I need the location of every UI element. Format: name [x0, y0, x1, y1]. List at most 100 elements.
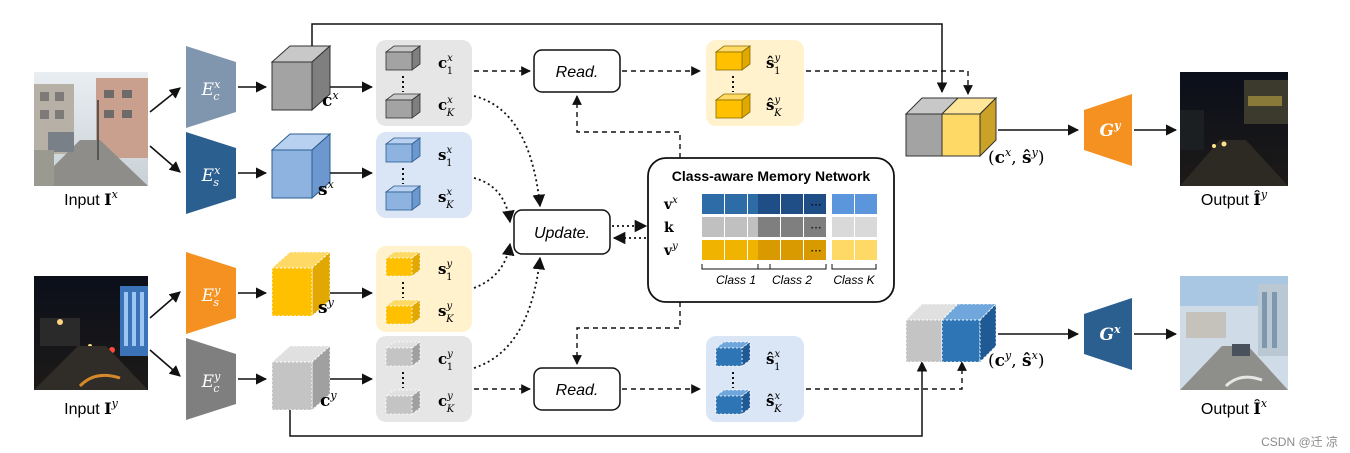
group-s-hat-x [706, 336, 804, 422]
memory-cell [855, 217, 877, 237]
read-box-bottom: Read. [533, 367, 621, 411]
generator-x: Gx [1084, 298, 1132, 370]
class-label: Class 1 [716, 273, 756, 287]
svg-text:Exs: Exs [201, 164, 221, 189]
svg-text:Eyc: Eyc [201, 370, 221, 395]
memory-cell [781, 194, 803, 214]
output-image-y [1180, 72, 1288, 186]
memory-network-title: Class-aware Memory Network [672, 168, 871, 184]
memory-ellipsis: ··· [810, 244, 821, 258]
memory-cell [702, 240, 724, 260]
svg-text:Gx: Gx [1099, 323, 1121, 345]
memory-row-label: k [664, 220, 674, 236]
memory-cell [702, 217, 724, 237]
output-image-x [1180, 276, 1288, 390]
output-x-caption: Output Îx [1201, 397, 1268, 418]
group-s-y [376, 246, 472, 332]
group-c-y [376, 336, 472, 422]
memory-ellipsis: ··· [810, 198, 821, 212]
read-flow-arrows [474, 66, 701, 394]
class-label: Class 2 [772, 273, 812, 287]
memory-row-label: vx [663, 195, 678, 213]
group-c-x [376, 40, 472, 126]
combined-label-top: (cx, ŝy) [988, 146, 1044, 168]
feature-cube-c-x [270, 44, 332, 112]
input-y-caption: Input Iy [64, 397, 119, 418]
class-bracket [701, 264, 771, 270]
input-x-caption: Input Ix [64, 188, 119, 209]
memory-cell [804, 217, 826, 237]
memory-cell [725, 217, 747, 237]
feature-label-c-x: cx [322, 89, 339, 111]
encoder-to-feature-arrows [238, 81, 268, 385]
watermark: CSDN @迁 凉 [1261, 434, 1338, 449]
memory-cell [758, 194, 780, 214]
combined-block-top [904, 96, 998, 158]
style-merge-arrows [806, 70, 973, 390]
skip-connections [289, 23, 948, 437]
memory-cell [781, 217, 803, 237]
generator-arrows [998, 124, 1178, 340]
memory-cell [758, 217, 780, 237]
feature-cube-c-y [270, 344, 332, 412]
update-box: Update. [513, 209, 611, 255]
generator-y: Gy [1084, 94, 1132, 166]
memory-row-label: vy [663, 241, 678, 259]
memory-cell [804, 240, 826, 260]
svg-text:Eys: Eys [201, 284, 221, 309]
memory-cell [832, 194, 854, 214]
memory-cell [781, 240, 803, 260]
combined-label-bottom: (cy, ŝx) [988, 349, 1044, 371]
feature-cube-s-x [270, 132, 332, 200]
memory-network: Class-aware Memory Network ··· ··· ··· vx k… [647, 157, 895, 303]
feature-to-group-arrows [330, 81, 374, 385]
svg-text:Read.: Read. [556, 64, 599, 81]
output-y-caption: Output Îy [1201, 188, 1268, 209]
feature-label-s-x: sx [318, 178, 335, 200]
memory-grid: ··· ··· ··· [702, 194, 877, 260]
svg-text:Update.: Update. [534, 225, 590, 242]
memory-cell [832, 240, 854, 260]
update-flow-arrows [473, 95, 648, 369]
svg-text:Read.: Read. [556, 382, 599, 399]
combined-block-bottom [904, 302, 998, 364]
memory-cell [855, 240, 877, 260]
feature-label-s-y: sy [318, 296, 335, 318]
group-s-hat-y [706, 40, 804, 126]
input-to-encoder-arrows [149, 87, 181, 377]
input-image-x [34, 72, 148, 186]
svg-text:Exc: Exc [201, 78, 221, 103]
feature-cube-s-y [270, 250, 332, 318]
memory-cell [758, 240, 780, 260]
class-bracket [757, 264, 827, 270]
memory-cell [725, 194, 747, 214]
input-image-y [34, 276, 148, 390]
group-s-x [376, 132, 472, 218]
svg-text:Gy: Gy [1100, 119, 1123, 141]
memory-ellipsis: ··· [810, 221, 821, 235]
memory-cell [832, 217, 854, 237]
memory-cell [702, 194, 724, 214]
class-label: Class K [833, 273, 875, 287]
read-box-top: Read. [533, 49, 621, 93]
memory-cell [804, 194, 826, 214]
memory-cell [725, 240, 747, 260]
memory-cell [855, 194, 877, 214]
